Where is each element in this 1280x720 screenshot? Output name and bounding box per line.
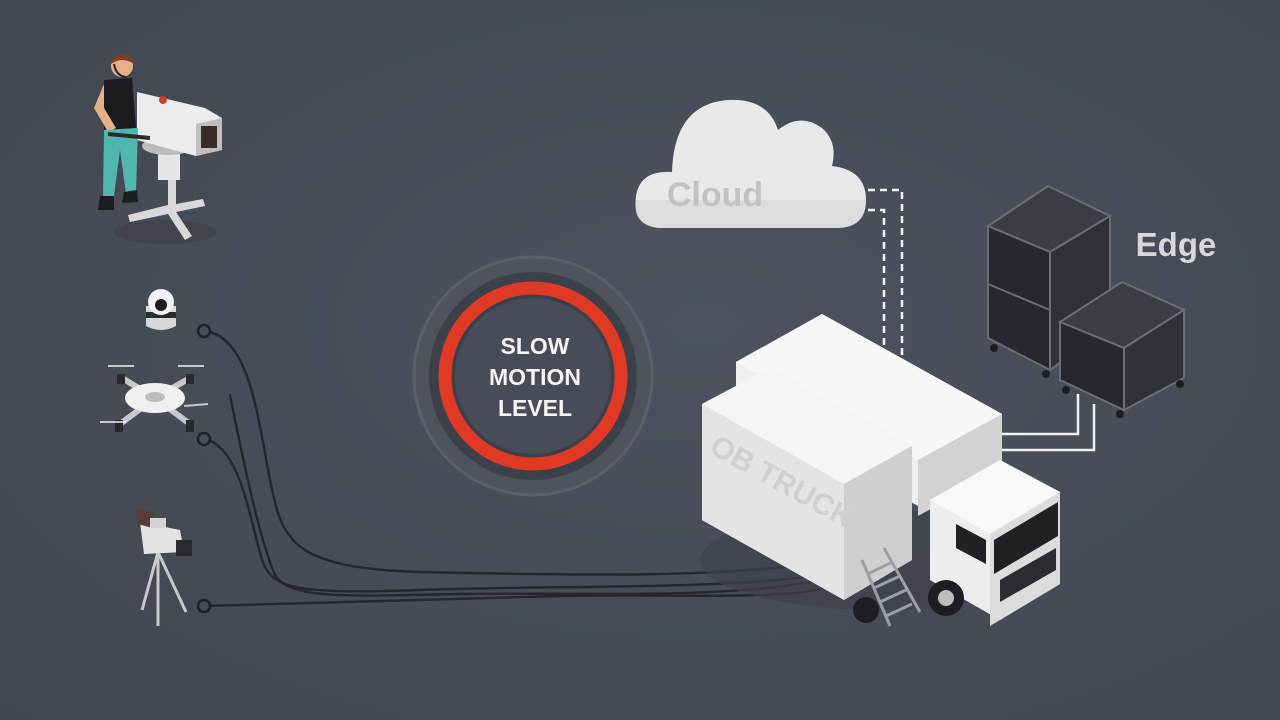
tripod-camera-icon — [135, 508, 192, 626]
gauge-label-line3: LEVEL — [498, 395, 572, 421]
edge-label: Edge — [1136, 226, 1217, 263]
server-rack-icon: Edge — [985, 184, 1217, 418]
dome-camera-icon — [146, 289, 176, 330]
port-drone — [196, 431, 212, 447]
edge-link — [1002, 394, 1096, 452]
cable-extra — [228, 393, 834, 597]
gauge-label-line2: MOTION — [489, 364, 581, 390]
slow-motion-gauge: SLOW MOTION LEVEL — [412, 255, 654, 497]
port-tripod-camera — [196, 598, 212, 614]
cable-endpoints — [196, 323, 212, 614]
cloud-icon: Cloud — [635, 99, 866, 228]
cloud-link — [868, 188, 904, 362]
ob-truck-icon: OB TRUCK — [700, 314, 1060, 627]
drone-icon — [100, 365, 209, 432]
cloud-label: Cloud — [667, 176, 763, 214]
gauge-ring — [438, 281, 628, 471]
port-dome-camera — [196, 323, 212, 339]
gauge-label-line1: SLOW — [501, 333, 570, 359]
camera-operator-icon — [94, 54, 222, 244]
